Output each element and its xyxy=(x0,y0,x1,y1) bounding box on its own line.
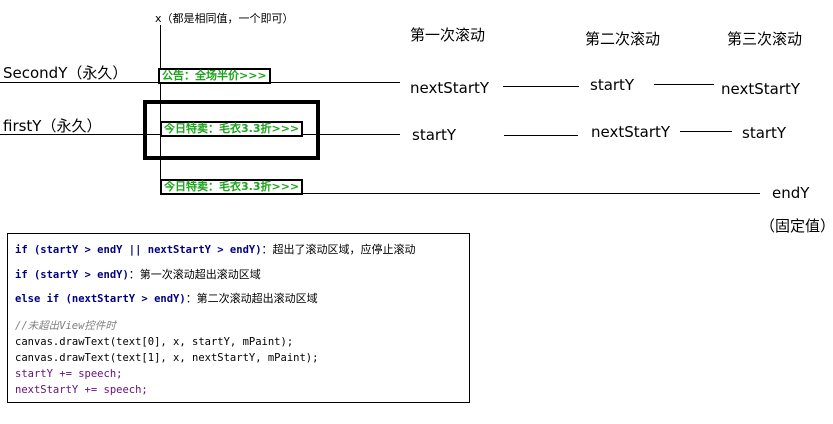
column-header-1: 第一次滚动 xyxy=(410,26,486,44)
end-y-line xyxy=(160,193,760,194)
code-line-1: if (startY > endY || nextStartY > endY)：… xyxy=(15,241,416,257)
code-line-1-comment: ：超出了滚动区域，应停止滚动 xyxy=(261,243,416,256)
column-header-3: 第三次滚动 xyxy=(727,30,803,48)
code-line-3-comment: ：第二次滚动超出滚动区域 xyxy=(185,292,318,305)
code-line-2-comment: ：第一次滚动超出滚动区域 xyxy=(128,268,261,281)
column-header-2: 第二次滚动 xyxy=(585,30,661,48)
second-y-label: SecondY（永久） xyxy=(3,64,128,82)
upper-connector-2 xyxy=(654,84,714,85)
code-line-3: else if (nextStartY > endY)：第二次滚动超出滚动区域 xyxy=(15,290,318,306)
upper-row-label-3: nextStartY xyxy=(721,80,801,98)
code-draw-2: canvas.drawText(text[1], x, nextStartY, … xyxy=(15,352,319,364)
end-y-note: （固定值） xyxy=(760,217,833,235)
code-line-2: if (startY > endY)：第一次滚动超出滚动区域 xyxy=(15,266,261,282)
viewport-frame xyxy=(143,100,320,160)
x-axis-line xyxy=(160,25,161,193)
code-line-2-code: if (startY > endY) xyxy=(15,269,129,281)
deal-ticker-below: 今日特卖：毛衣3.3折>>> xyxy=(160,179,304,195)
upper-connector-1 xyxy=(503,86,579,87)
end-y-label: endY xyxy=(772,184,810,202)
code-line-1-code: if (startY > endY || nextStartY > endY) xyxy=(15,244,262,256)
upper-row-label-1: nextStartY xyxy=(410,79,490,97)
upper-row-label-2: startY xyxy=(590,76,635,94)
code-inc-2: nextStartY += speech; xyxy=(15,384,148,396)
lower-row-label-2: nextStartY xyxy=(591,123,671,141)
code-box: if (startY > endY || nextStartY > endY)：… xyxy=(7,233,470,403)
lower-row-label-1: startY xyxy=(412,126,457,144)
deal-ticker-current: 今日特卖：毛衣3.3折>>> xyxy=(160,121,304,137)
code-draw-1: canvas.drawText(text[0], x, startY, mPai… xyxy=(15,336,294,348)
lower-row-label-3: startY xyxy=(742,124,787,142)
code-comment: //未超出View控件时 xyxy=(15,320,116,332)
first-y-label: firstY（永久） xyxy=(3,117,102,135)
lower-connector-1 xyxy=(504,135,578,136)
code-line-3-code: else if (nextStartY > endY) xyxy=(15,293,186,305)
x-note: x（都是相同值，一个即可） xyxy=(155,12,294,25)
code-inc-1: startY += speech; xyxy=(15,368,123,380)
notice-ticker: 公告：全场半价>>> xyxy=(158,68,271,84)
lower-connector-2 xyxy=(680,131,732,132)
